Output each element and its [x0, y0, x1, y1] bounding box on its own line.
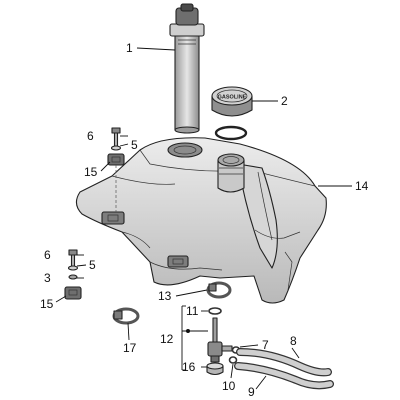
- lower-clip: [64, 286, 82, 300]
- lower-washer-5: [67, 265, 79, 271]
- callout-15-lower: 15: [40, 297, 54, 311]
- callout-1: 1: [126, 41, 133, 55]
- cap-o-ring: [214, 125, 248, 141]
- tap-o-ring: [208, 307, 222, 315]
- hose-clamp-17: [112, 307, 140, 325]
- callout-17: 17: [123, 341, 137, 355]
- fuel-hose-9-fill: [235, 363, 333, 389]
- callout-6-upper: 6: [87, 129, 94, 143]
- fuel-tap: [207, 317, 233, 363]
- fuel-sender-tube: [169, 3, 205, 134]
- callout-5-lower: 5: [89, 258, 96, 272]
- callout-15-upper: 15: [84, 165, 98, 179]
- upper-washer: [110, 145, 122, 151]
- callout-12: 12: [160, 332, 174, 346]
- lower-washer-3: [68, 274, 78, 280]
- upper-bolt: [111, 127, 121, 147]
- tank-sender-opening-inner: [173, 145, 197, 155]
- fuel-hose-8-fill: [237, 349, 331, 376]
- cap-lettering: GASOLINE: [218, 95, 247, 101]
- hose-clamp-13: [206, 281, 232, 299]
- callout-labels: 1 2 5 6 15 14 6 5 3 15 13 11 12 17 7 8 1…: [40, 41, 369, 399]
- callout-6-lower: 6: [44, 248, 51, 262]
- callout-13: 13: [158, 289, 172, 303]
- callout-3: 3: [44, 271, 51, 285]
- fuel-cap: GASOLINE: [211, 86, 253, 117]
- callout-8: 8: [290, 334, 297, 348]
- callout-11: 11: [186, 304, 199, 318]
- callout-2: 2: [281, 94, 288, 108]
- leader-lines: [55, 47, 352, 390]
- callout-7: 7: [262, 338, 269, 352]
- tap-cup: [206, 362, 224, 376]
- upper-clip: [107, 153, 125, 166]
- tank-sender-opening: [167, 142, 203, 158]
- callout-5-upper: 5: [131, 138, 138, 152]
- callout-10: 10: [222, 379, 236, 393]
- callout-9: 9: [248, 385, 255, 399]
- callout-14: 14: [355, 179, 369, 193]
- callout-16: 16: [182, 360, 196, 374]
- tank-filler-neck: [217, 153, 245, 193]
- lower-bolt: [68, 249, 78, 268]
- hose-clip-10: [228, 356, 238, 364]
